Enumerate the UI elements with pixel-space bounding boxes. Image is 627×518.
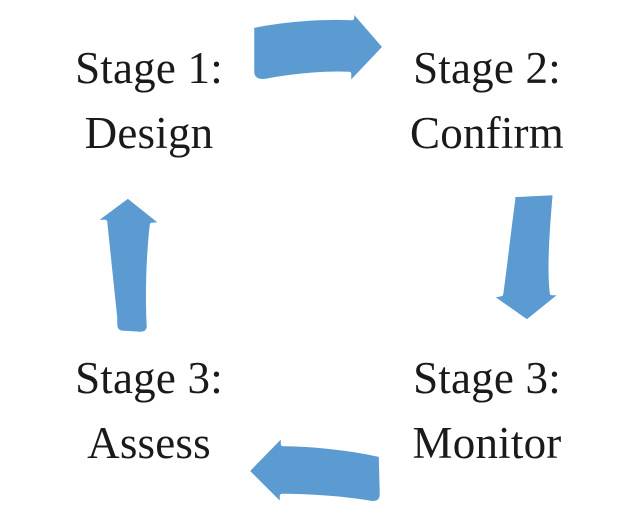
stage-monitor-title: Stage 3: <box>413 353 561 403</box>
stage-design-name: Design <box>84 108 214 159</box>
stage-confirm-name: Confirm <box>410 108 564 159</box>
arrow-monitor-to-assess-icon <box>244 431 385 509</box>
stage-confirm-title: Stage 2: <box>413 43 561 93</box>
stage-assess-title: Stage 3: <box>75 353 223 403</box>
stage-label-design: Stage 1: Design <box>34 36 264 167</box>
arrow-design-to-confirm-icon <box>249 6 388 88</box>
stage-monitor-name: Monitor <box>412 418 562 469</box>
stage-label-monitor: Stage 3: Monitor <box>372 346 602 477</box>
stage-label-assess: Stage 3: Assess <box>34 346 264 477</box>
stage-label-confirm: Stage 2: Confirm <box>372 36 602 167</box>
arrow-confirm-to-monitor-icon <box>487 190 566 325</box>
stage-design-title: Stage 1: <box>75 43 223 93</box>
arrow-assess-to-design-icon <box>90 193 166 337</box>
stage-assess-name: Assess <box>87 418 211 469</box>
